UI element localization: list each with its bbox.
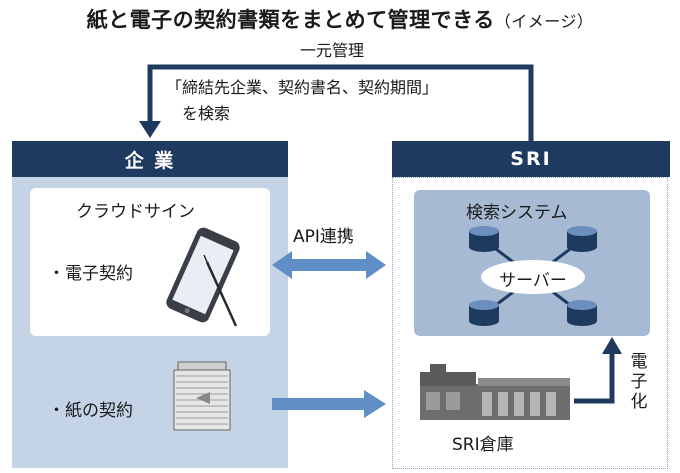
paper-to-warehouse-arrow <box>272 390 386 418</box>
api-double-arrow <box>272 251 386 279</box>
e-contract-label: ・電子契約 <box>48 264 133 284</box>
paper-contract-label: ・紙の契約 <box>48 401 133 421</box>
server-label: サーバー <box>499 271 567 291</box>
title-sub: （イメージ） <box>494 12 594 31</box>
search-criteria-label: 「締結先企業、契約書名、契約期間」 <box>166 78 439 97</box>
sri-header: SRI <box>392 141 670 177</box>
company-header: 企 業 <box>12 141 288 177</box>
search-system-label: 検索システム <box>466 203 568 223</box>
sri-panel <box>392 177 668 469</box>
digitize-label: 電子化 <box>630 352 648 412</box>
title-main: 紙と電子の契約書類をまとめて管理できる <box>86 8 495 32</box>
search-verb-label: を検索 <box>182 104 231 123</box>
warehouse-label: SRI倉庫 <box>452 435 514 455</box>
unified-management-label: 一元管理 <box>300 41 365 60</box>
api-link-label: API連携 <box>293 227 354 247</box>
page-title: 紙と電子の契約書類をまとめて管理できる（イメージ） <box>0 4 680 34</box>
cloud-sign-label: クラウドサイン <box>76 202 195 222</box>
